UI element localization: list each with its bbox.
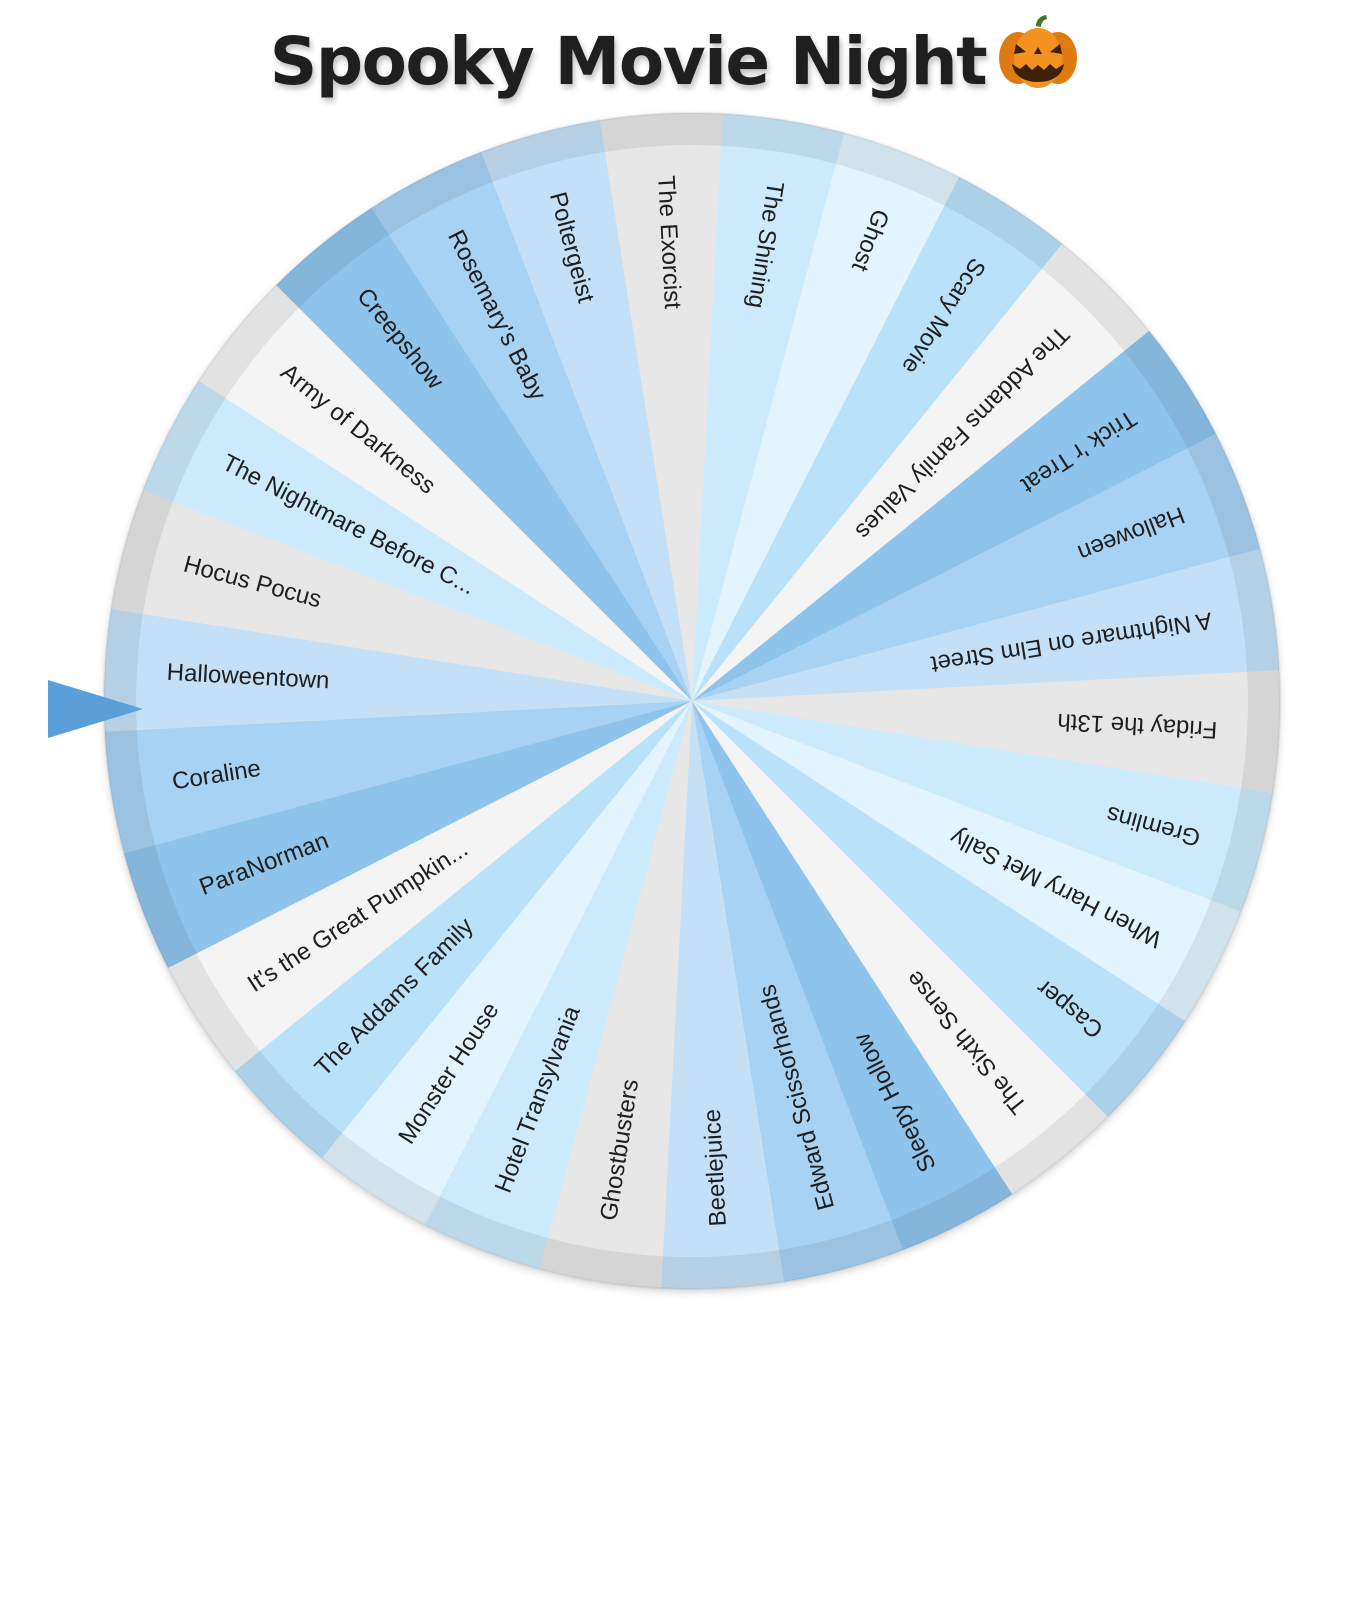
wheel-segment-ghost[interactable] <box>692 133 959 701</box>
wheel-rim-band <box>235 1050 343 1158</box>
wheel-rim-band <box>778 1220 903 1282</box>
wheel-segment-casper[interactable] <box>692 701 1186 1117</box>
wheel-rim-band <box>1085 1003 1186 1117</box>
wheel-rim-band <box>721 113 845 164</box>
wheel-segment-the-nightmare-before-c[interactable] <box>143 380 693 701</box>
wheel-segment-the-sixth-sense[interactable] <box>692 701 1108 1195</box>
wheel-segment-poltergeist[interactable] <box>481 120 692 701</box>
wheel-segment-a-nightmare-on-elm-street[interactable] <box>692 548 1280 701</box>
wheel-rim-band <box>371 152 493 235</box>
wheel-segment-trick-r-treat[interactable] <box>692 330 1216 701</box>
wheel-segment-the-addams-family-values[interactable] <box>692 244 1149 701</box>
page-title-text: Spooky Movie Night <box>269 23 988 100</box>
wheel-rim-band <box>600 113 723 152</box>
jack-o-lantern-icon <box>996 14 1080 92</box>
wheel-rim-band <box>994 1094 1108 1195</box>
wheel-rim-band <box>1229 548 1280 672</box>
page-title: Spooky Movie Night <box>0 14 1350 102</box>
wheel-rim-band <box>111 490 173 615</box>
wheel-rim-band <box>1211 787 1273 912</box>
wheel-segment-army-of-darkness[interactable] <box>198 285 693 701</box>
wheel-rim-band <box>168 953 260 1072</box>
wheel-segment-scary-movie[interactable] <box>692 177 1063 702</box>
wheel-segment-label: Beetlejuice <box>699 1108 732 1227</box>
wheel-rim-band <box>1241 670 1281 793</box>
wheel-segment-edward-scissorhands[interactable] <box>692 701 903 1282</box>
wheel-segment-sleepy-hollow[interactable] <box>692 701 1013 1250</box>
wheel-segment-coraline[interactable] <box>104 701 692 854</box>
wheel-rim-band <box>891 1167 1013 1250</box>
wheel-segment-rosemary-s-baby[interactable] <box>371 152 692 702</box>
wheel-segment-ghostbusters[interactable] <box>539 701 692 1289</box>
wheel-rim-band <box>425 1196 549 1269</box>
wheel-segment-halloweentown[interactable] <box>104 609 693 732</box>
wheel-segment-hotel-transylvania[interactable] <box>425 701 692 1269</box>
wheel-segment-the-exorcist[interactable] <box>600 113 723 702</box>
wheel-rim-band <box>276 207 390 308</box>
wheel-rim-band <box>1041 244 1149 352</box>
wheel-rim-band <box>481 120 606 182</box>
wheel-rim-band <box>104 730 155 854</box>
wheel-rim-band <box>198 285 299 399</box>
wheel-segment-beetlejuice[interactable] <box>661 701 784 1289</box>
wheel-rim-band <box>1187 434 1260 558</box>
wheel-segment-the-shining[interactable] <box>692 113 845 701</box>
wheel-segment-the-addams-family[interactable] <box>235 701 692 1158</box>
wheel-rim-band <box>539 1238 663 1289</box>
wheel-segment-it-s-the-great-pumpkin[interactable] <box>168 701 693 1072</box>
wheel-segment-paranorman[interactable] <box>124 701 692 968</box>
wheel-rim-band <box>835 133 959 206</box>
wheel-rim-band <box>661 1250 784 1289</box>
wheel-rim-band <box>143 380 226 502</box>
wheel-rim-band <box>944 177 1063 269</box>
wheel-rim-band <box>124 844 197 968</box>
wheel-rim-band <box>1124 330 1216 449</box>
wheel-segment-creepshow[interactable] <box>276 207 692 702</box>
wheel-segment-monster-house[interactable] <box>321 701 692 1225</box>
wheel-rim-band <box>1158 900 1241 1022</box>
wheel-rim-band <box>321 1133 440 1225</box>
wheel-segment-when-harry-met-sally[interactable] <box>692 701 1241 1022</box>
wheel-segment-halloween[interactable] <box>692 434 1260 701</box>
wheel-segment-friday-the-13th[interactable] <box>692 670 1281 793</box>
wheel-segment-hocus-pocus[interactable] <box>111 490 692 701</box>
wheel-segment-gremlins[interactable] <box>692 701 1273 912</box>
triangle-pointer-icon <box>48 680 143 738</box>
